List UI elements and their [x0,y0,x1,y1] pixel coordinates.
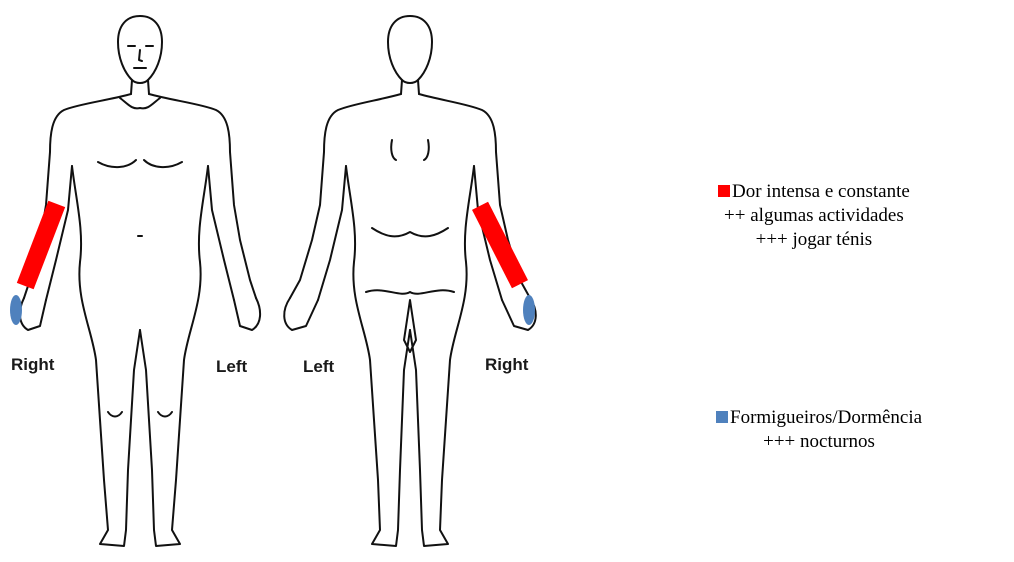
legend-numbness-title: Formigueiros/Dormência [730,407,922,428]
front-right-label: Right [11,355,54,375]
pain-marker-front-right-forearm [17,201,65,290]
legend-pain-title: Dor intensa e constante [732,181,910,202]
back-body-outline [284,16,536,546]
blue-swatch [716,411,728,423]
legend-pain-line2: ++ algumas actividades [718,204,910,228]
back-right-label: Right [485,355,528,375]
front-left-label: Left [216,357,247,377]
legend-pain: Dor intensa e constante ++ algumas activ… [718,180,910,252]
numbness-region-markers [10,295,535,325]
front-body-outline [20,16,260,546]
pain-region-markers [17,201,528,290]
legend-numbness-line2: +++ nocturnos [716,430,922,454]
pain-marker-back-right-forearm [472,202,528,289]
numbness-marker-back-right-wrist [523,295,535,325]
numbness-marker-front-right-wrist [10,295,22,325]
back-left-label: Left [303,357,334,377]
legend-numbness: Formigueiros/Dormência +++ nocturnos [716,406,922,454]
legend-pain-line3: +++ jogar ténis [718,228,910,252]
red-swatch [718,185,730,197]
body-diagram [0,0,560,562]
